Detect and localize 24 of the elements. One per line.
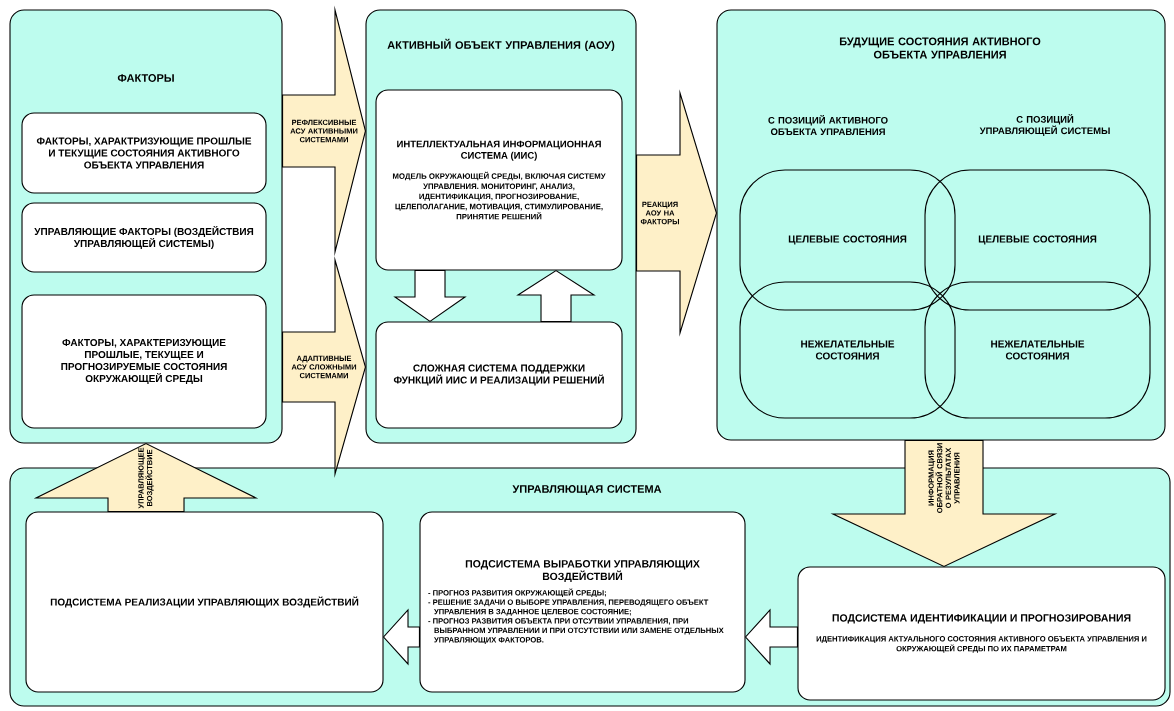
text-box: СЛОЖНАЯ СИСТЕМА ПОДДЕРЖКИ ФУНКЦИЙ ИИС И РЕАЛИЗАЦИИ РЕШЕНИЙ [375, 321, 623, 429]
text-box: ФАКТОРЫ, ХАРАКТЕРИЗУЮЩИЕ ПРОШЛЫЕ, ТЕКУЩЕЕ И ПРОГНОЗИРУЕМЫЕ СОСТОЯНИЯ ОКРУЖАЮЩЕЙ СРЕДЫ [21, 294, 267, 429]
panel-heading: С ПОЗИЦИЙ УПРАВЛЯЮЩЕЙ СИСТЕМЫ [979, 114, 1110, 136]
panel-heading: БУДУЩИЕ СОСТОЯНИЯ АКТИВНОГО ОБЪЕКТА УПРАВЛЕНИЯ [839, 37, 1041, 59]
text-box: ПОДСИСТЕМА РЕАЛИЗАЦИИ УПРАВЛЯЮЩИХ ВОЗДЕЙСТВИЙ [25, 511, 384, 693]
block-arrow [516, 269, 596, 322]
state-region: ЦЕЛЕВЫЕ СОСТОЯНИЯ [739, 169, 956, 311]
block-arrow [282, 5, 367, 257]
panel-heading: АКТИВНЫЙ ОБЪЕКТ УПРАВЛЕНИЯ (АОУ) [387, 38, 615, 52]
block-arrow [744, 608, 798, 666]
panel-heading: ФАКТОРЫ [117, 74, 174, 82]
state-region: ЦЕЛЕВЫЕ СОСТОЯНИЯ [924, 169, 1151, 311]
block-arrow [33, 442, 259, 512]
text-box: УПРАВЛЯЮЩИЕ ФАКТОРЫ (ВОЗДЕЙСТВИЯ УПРАВЛЯЮЩЕЙ СИСТЕМЫ) [21, 202, 267, 273]
state-region: НЕЖЕЛАТЕЛЬНЫЕ СОСТОЯНИЯ [924, 281, 1151, 419]
block-arrow [393, 270, 467, 323]
text-box: ФАКТОРЫ, ХАРАКТРИЗУЮЩИЕ ПРОШЛЫЕ И ТЕКУЩИЕ СОСТОЯНИЯ АКТИВНОГО ОБЪЕКТА УПРАВЛЕНИЯ [21, 112, 267, 194]
block-arrow [830, 440, 1058, 568]
state-region: НЕЖЕЛАТЕЛЬНЫЕ СОСТОЯНИЯ [739, 281, 956, 419]
panel-heading: С ПОЗИЦИЙ АКТИВНОГО ОБЪЕКТА УПРАВЛЕНИЯ [768, 114, 888, 136]
block-arrow [382, 608, 420, 666]
block-arrow [636, 89, 718, 337]
block-arrow [282, 256, 367, 478]
panel-heading: УПРАВЛЯЮЩАЯ СИСТЕМА [512, 485, 662, 495]
